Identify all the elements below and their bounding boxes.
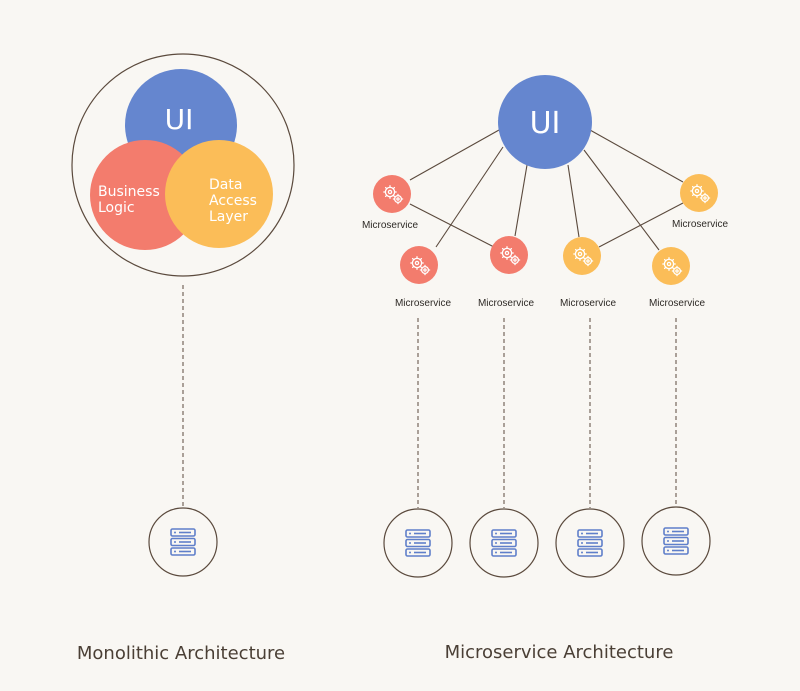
- database-circle: [469, 508, 539, 578]
- microservice-node-circle: [563, 237, 601, 275]
- microservice-node-circle: [490, 236, 528, 274]
- microservice-label: Microservice: [672, 219, 729, 230]
- data-access-line-1: Data: [209, 177, 242, 193]
- database-server-icon: [491, 529, 517, 557]
- microservice-node-circle: [400, 246, 438, 284]
- microservice-ui-circle: [498, 75, 592, 169]
- connector-ui-ms5: [589, 129, 684, 183]
- microservice-ui-label: UI: [530, 106, 561, 141]
- microservice-node-1: Microservice: [362, 175, 419, 231]
- data-access-line-3: Layer: [209, 209, 248, 225]
- connector-ui-ms4: [567, 164, 580, 238]
- database-server-icon: [405, 529, 431, 557]
- connector-ui-ms6: [583, 149, 660, 251]
- connector-ui-ms3: [514, 164, 528, 237]
- microservice-node-2: Microservice: [395, 246, 452, 309]
- data-access-line-2: Access: [209, 193, 257, 209]
- database-circle: [383, 508, 453, 578]
- monolith-database-circle: [148, 507, 218, 577]
- database-server-icon: [577, 529, 603, 557]
- connector-ms1-ms3: [409, 203, 495, 248]
- microservice-node-3: Microservice: [478, 236, 535, 309]
- microservice-node-5: Microservice: [672, 174, 729, 230]
- monolith-boundary-circle: [71, 53, 295, 277]
- microservice-caption: Microservice Architecture: [445, 642, 674, 663]
- microservice-database-node-2: [469, 508, 539, 578]
- microservice-database-node-3: [555, 508, 625, 578]
- data-access-layer-circle: [165, 140, 273, 248]
- microservice-label: Microservice: [478, 298, 535, 309]
- microservice-database-node-1: [383, 508, 453, 578]
- monolith-ui-label: UI: [165, 103, 194, 136]
- business-logic-line-2: Logic: [98, 200, 135, 216]
- connector-ui-ms1: [409, 129, 500, 181]
- connector-ui-ms2: [435, 146, 504, 248]
- database-circle: [641, 506, 711, 576]
- microservice-node-circle: [373, 175, 411, 213]
- microservice-label: Microservice: [362, 220, 419, 231]
- monolith-caption: Monolithic Architecture: [77, 643, 285, 664]
- microservice-node-circle: [680, 174, 718, 212]
- monolith-database-node: [148, 507, 218, 577]
- monolith-section: UI Business Logic Data Access Layer Mono…: [71, 53, 295, 664]
- database-circle: [555, 508, 625, 578]
- microservice-node-circle: [652, 247, 690, 285]
- database-server-icon: [663, 527, 689, 555]
- business-logic-line-1: Business: [98, 184, 160, 200]
- microservice-label: Microservice: [649, 298, 706, 309]
- microservice-node-6: Microservice: [649, 247, 706, 309]
- microservice-database-node-4: [641, 506, 711, 576]
- database-server-icon: [170, 528, 196, 556]
- microservice-node-4: Microservice: [560, 237, 617, 309]
- connector-ms5-ms4: [598, 202, 684, 248]
- microservice-label: Microservice: [395, 298, 452, 309]
- microservice-section: UI Microservice Microservice Microservic…: [362, 75, 729, 663]
- microservice-label: Microservice: [560, 298, 617, 309]
